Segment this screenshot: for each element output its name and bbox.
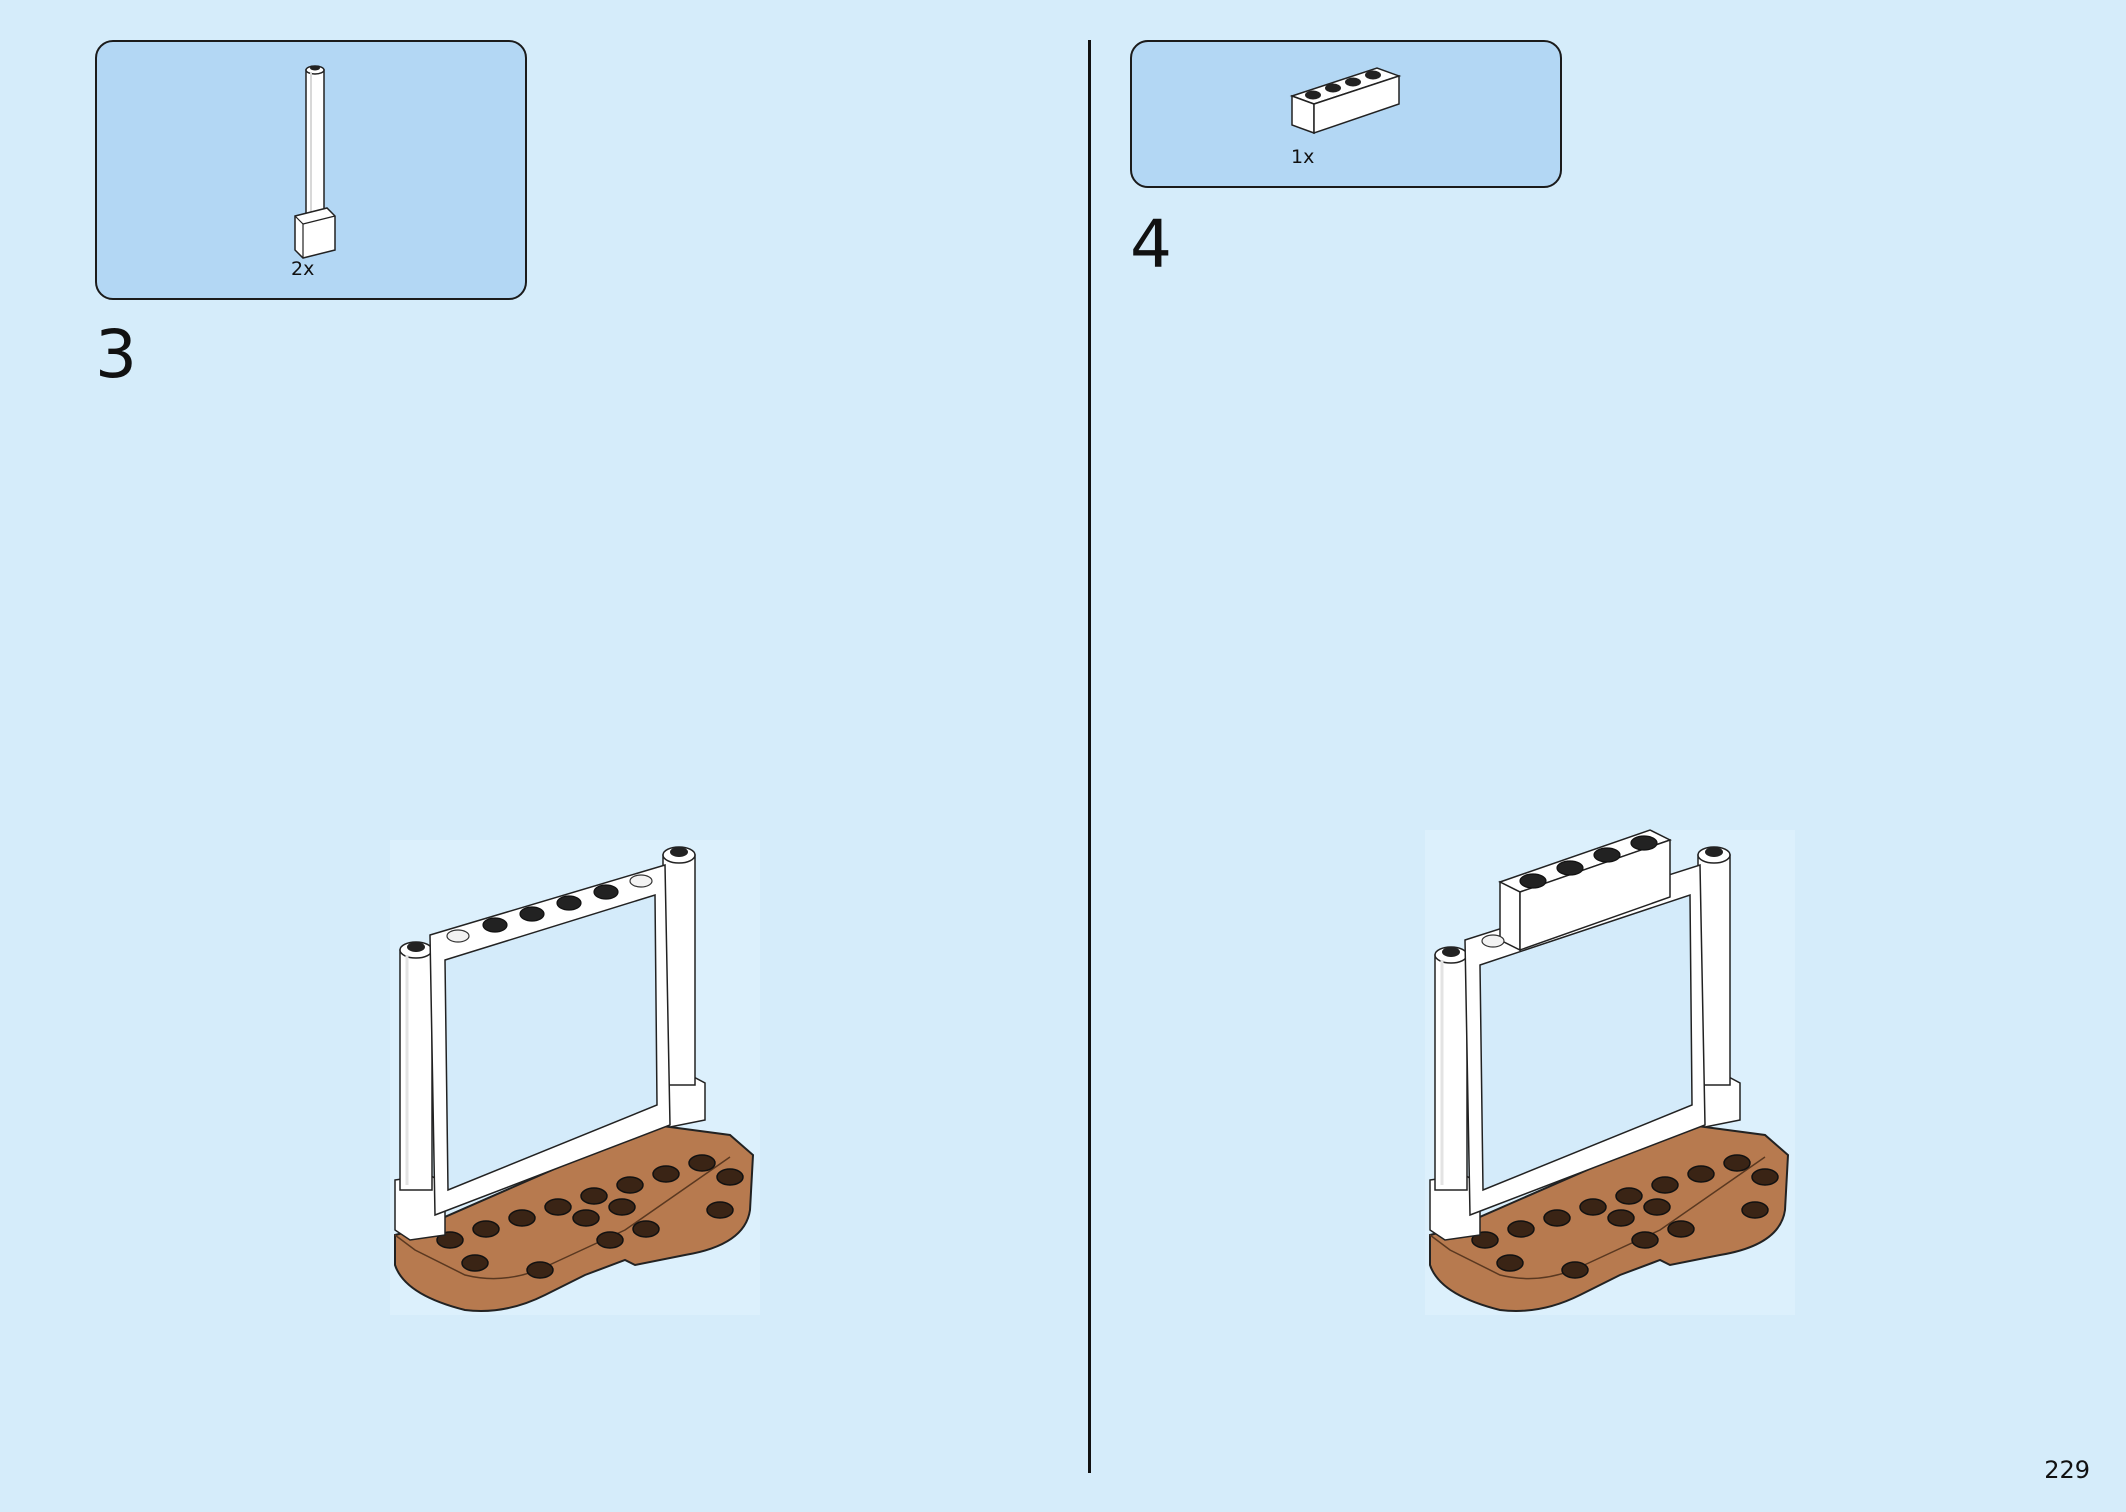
step-3-model-illustration — [390, 840, 760, 1315]
page-divider — [1088, 40, 1091, 1473]
tall-round-pillar-icon — [294, 65, 336, 259]
parts-list-step-3: 2x — [95, 40, 527, 300]
brick-1x4-icon — [1289, 67, 1402, 135]
step-number: 4 — [1130, 206, 1172, 283]
parts-list-step-4: 1x — [1130, 40, 1562, 188]
page-number: 229 — [2044, 1456, 2090, 1484]
step-4-model-illustration — [1425, 829, 1795, 1315]
step-number: 3 — [95, 316, 137, 393]
part-quantity: 2x — [291, 258, 315, 280]
part-quantity: 1x — [1291, 146, 1315, 168]
